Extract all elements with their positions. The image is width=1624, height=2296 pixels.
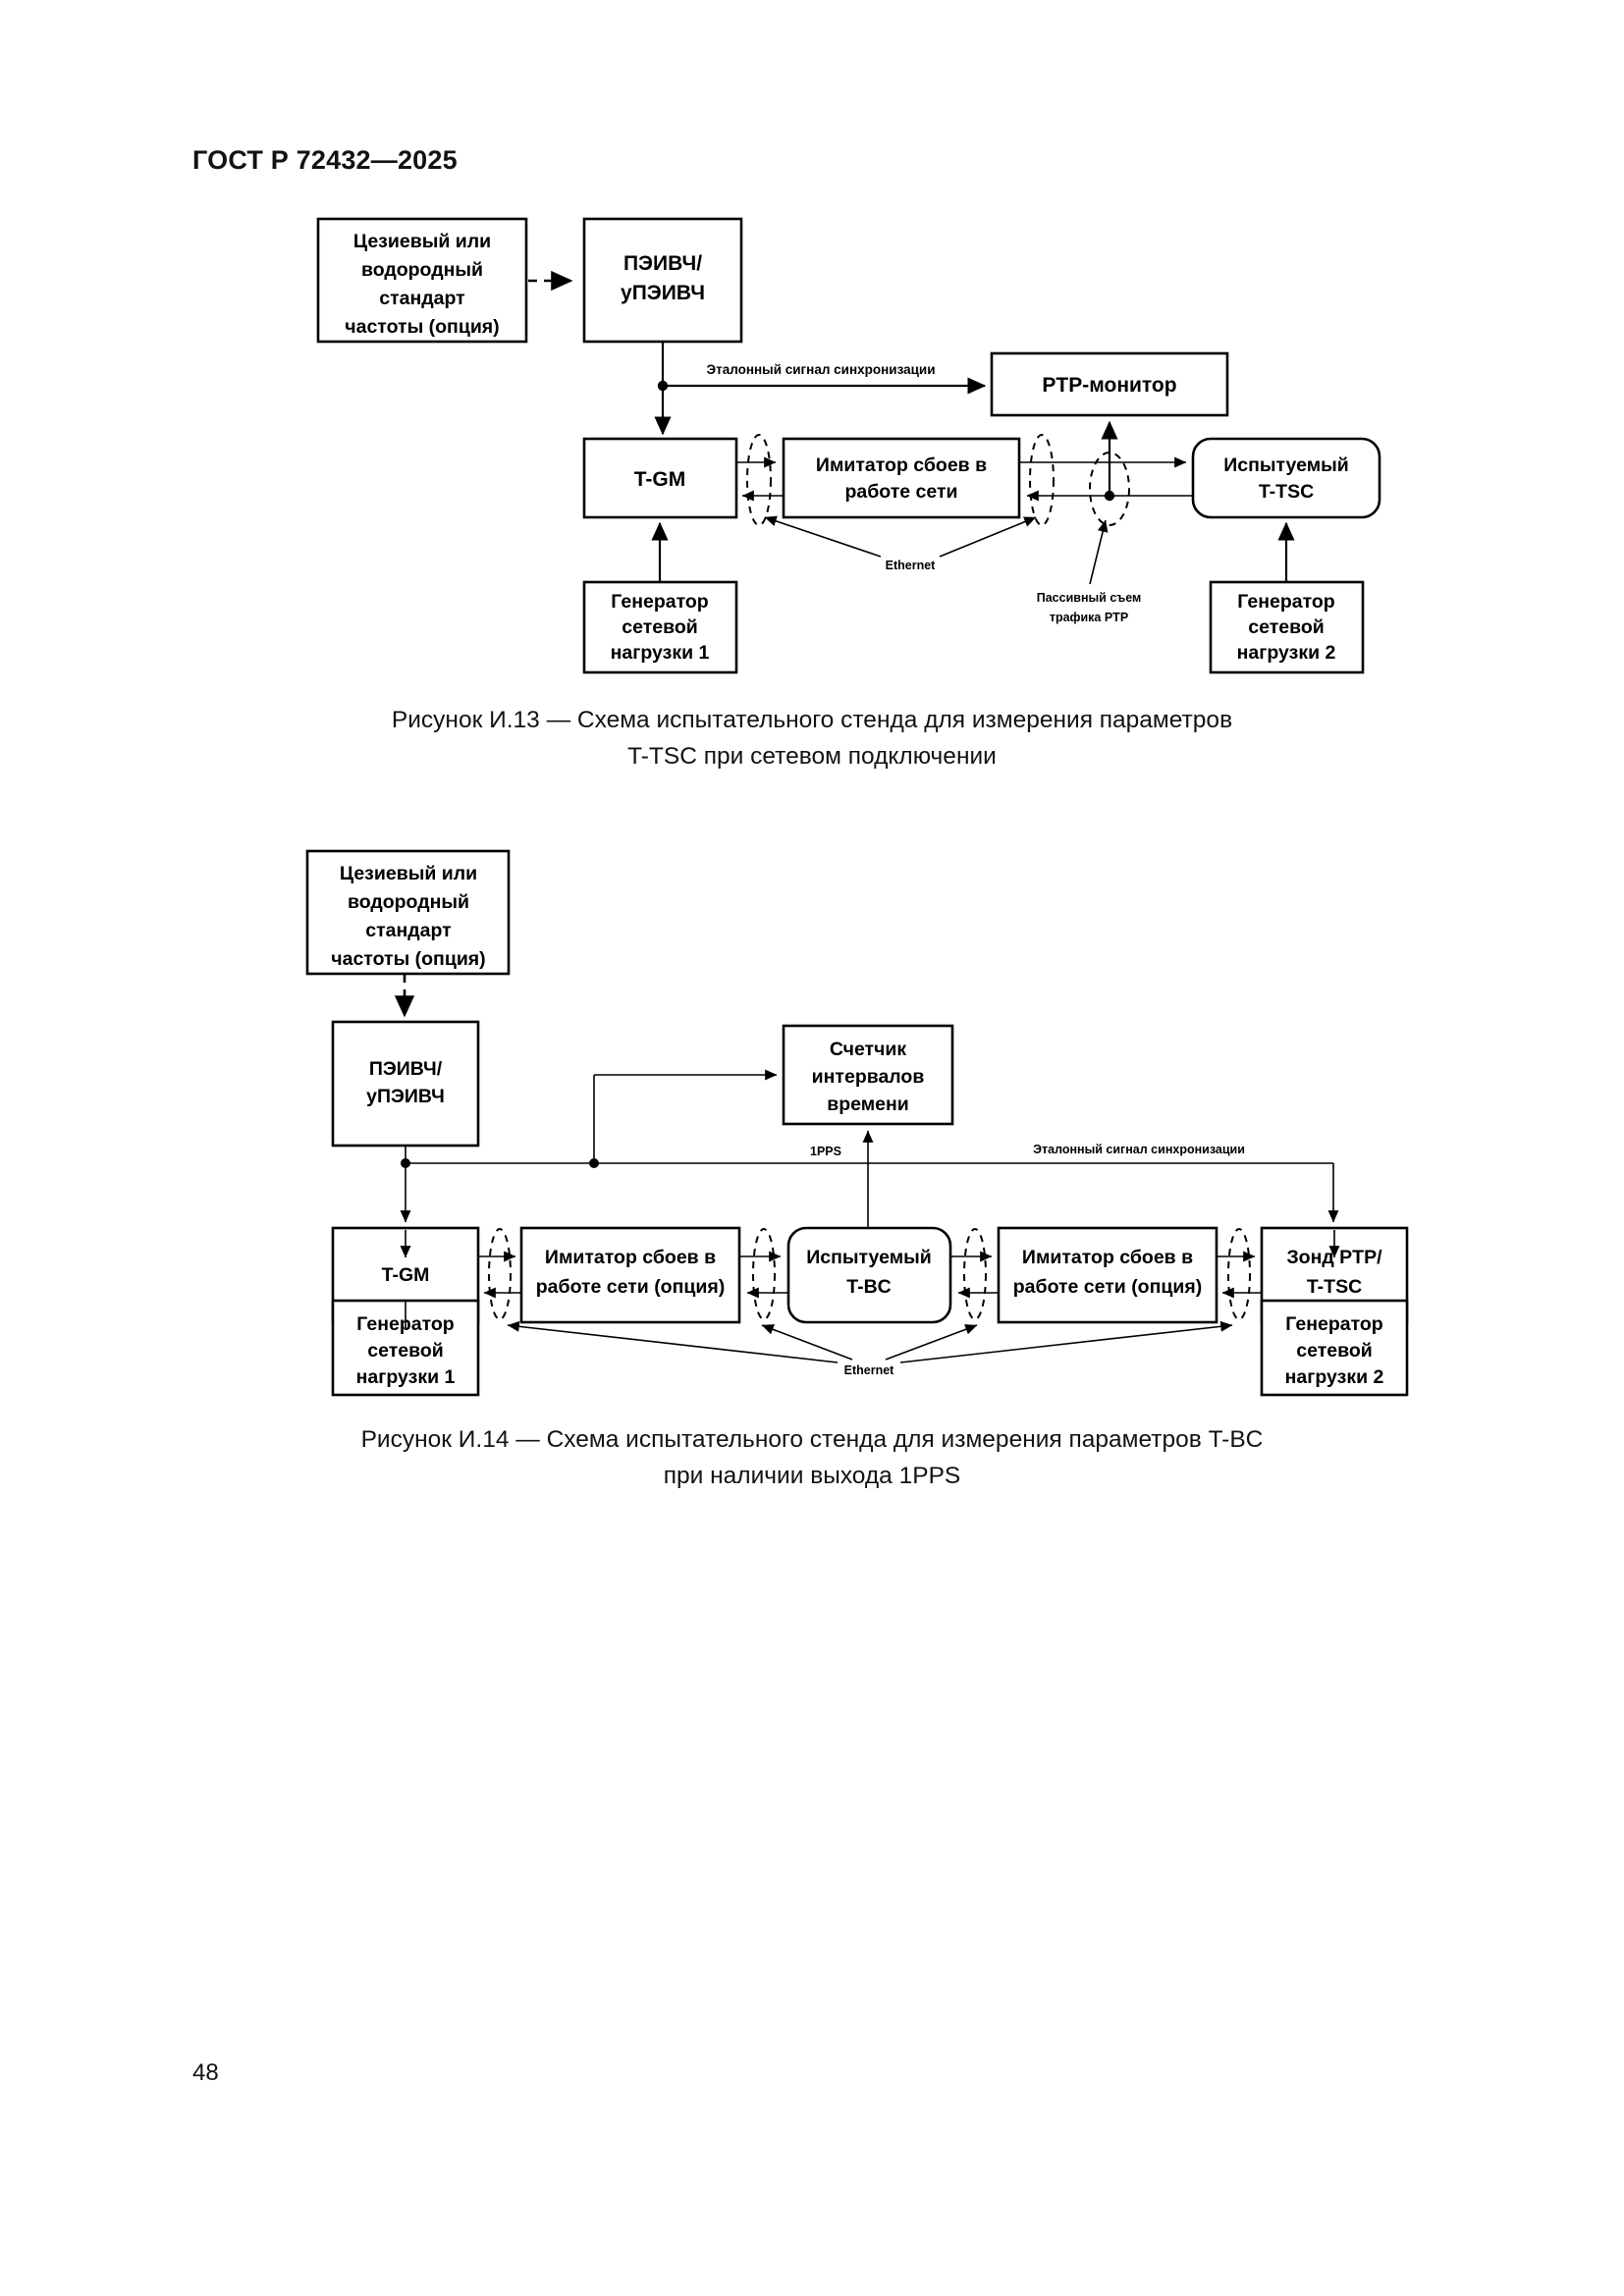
box-tgm: T-GM	[582, 437, 738, 519]
ethernet-callout-3	[885, 1324, 978, 1361]
box-tbc-line2: T-BC	[846, 1276, 892, 1298]
ethernet-link-ellipse-4	[1227, 1228, 1251, 1320]
box-fault-simulator-right: Имитатор сбоев в работе сети (опция)	[997, 1226, 1218, 1324]
box-cesium-standard-line1: Цезиевый или	[353, 231, 491, 252]
junction-dot-peivch	[657, 380, 669, 392]
box-cesium-standard: Цезиевый или водородный стандарт частоты…	[305, 849, 511, 976]
box-cesium-standard-line4: частоты (опция)	[331, 948, 485, 970]
box-load-generator-2-line2: сетевой	[1248, 616, 1324, 638]
box-load-generator-2-line2: сетевой	[1296, 1340, 1372, 1362]
box-fault-simulator: Имитатор сбоев в работе сети	[782, 437, 1021, 519]
ethernet-link-ellipse-3	[963, 1228, 987, 1320]
box-fault-simulator-line2: работе сети	[844, 481, 957, 503]
label-ethernet: Ethernet	[886, 559, 937, 572]
box-fault-simulator-line1: Имитатор сбоев в	[816, 454, 987, 476]
box-peivch-line1: ПЭИВЧ/	[623, 252, 702, 275]
ethernet-callout-4	[899, 1320, 1233, 1363]
box-load-generator-1-line2: сетевой	[367, 1340, 443, 1362]
box-fault-simulator-left-line1: Имитатор сбоев в	[545, 1247, 716, 1268]
box-fault-simulator-left-line2: работе сети (опция)	[536, 1276, 725, 1298]
ethernet-link-ellipse-right	[1029, 434, 1055, 526]
figure-i14-caption: Рисунок И.14 — Схема испытательного стен…	[193, 1421, 1431, 1494]
ethernet-link-ellipse-1	[488, 1228, 512, 1320]
box-ttsc-line1: Испытуемый	[1223, 454, 1349, 476]
box-load-generator-2-line3: нагрузки 2	[1237, 642, 1336, 664]
ethernet-callout-1	[507, 1320, 839, 1363]
box-peivch-line1: ПЭИВЧ/	[369, 1058, 443, 1080]
box-load-generator-1-line2: сетевой	[622, 616, 697, 638]
box-cesium-standard: Цезиевый или водородный стандарт частоты…	[316, 217, 528, 344]
label-passive-tap-line2: трафика PTP	[1050, 611, 1128, 624]
box-cesium-standard-line1: Цезиевый или	[340, 863, 477, 884]
box-cesium-standard-line3: стандарт	[379, 288, 464, 309]
box-fault-simulator-left: Имитатор сбоев в работе сети (опция)	[519, 1226, 741, 1324]
box-ttsc-under-test: Испытуемый T-TSC	[1191, 437, 1381, 519]
box-load-generator-2-line1: Генератор	[1237, 591, 1334, 613]
box-ptp-probe-line2: T-TSC	[1307, 1276, 1362, 1298]
figure-i14-diagram: Цезиевый или водородный стандарт частоты…	[290, 839, 1429, 1399]
figure-i13-caption-line1: Рисунок И.13 — Схема испытательного стен…	[391, 707, 1233, 733]
box-fault-simulator-right-line1: Имитатор сбоев в	[1022, 1247, 1193, 1268]
box-tgm-label: T-GM	[382, 1264, 430, 1286]
box-peivch: ПЭИВЧ/ уПЭИВЧ	[331, 1020, 480, 1148]
box-load-generator-2-line1: Генератор	[1285, 1313, 1382, 1335]
label-reference-sync-signal: Эталонный сигнал синхронизации	[1033, 1143, 1245, 1156]
ethernet-callout-2	[761, 1324, 853, 1361]
ethernet-link-ellipse-2	[752, 1228, 776, 1320]
ethernet-link-ellipse-left	[746, 434, 772, 526]
box-ptp-monitor-label: PTP-монитор	[1042, 374, 1176, 397]
label-reference-sync-signal: Эталонный сигнал синхронизации	[706, 362, 935, 377]
box-cesium-standard-line2: водородный	[348, 891, 469, 913]
box-ttsc-line2: T-TSC	[1259, 481, 1314, 503]
box-peivch-line2: уПЭИВЧ	[366, 1086, 445, 1107]
box-load-generator-2-line3: нагрузки 2	[1285, 1366, 1384, 1388]
box-load-generator-1: Генератор сетевой нагрузки 1	[582, 580, 738, 674]
box-load-generator-1-line3: нагрузки 1	[356, 1366, 456, 1388]
passive-tap-callout	[1089, 519, 1109, 585]
ethernet-callout-left	[764, 515, 882, 558]
ethernet-callout-right	[939, 516, 1037, 558]
figure-i14-caption-line1: Рисунок И.14 — Схема испытательного стен…	[360, 1426, 1264, 1453]
figure-i13-caption: Рисунок И.13 — Схема испытательного стен…	[193, 702, 1431, 774]
figure-i13-diagram: Цезиевый или водородный стандарт частоты…	[314, 211, 1384, 674]
box-counter-line1: Счетчик	[830, 1039, 907, 1060]
box-load-generator-1-line3: нагрузки 1	[611, 642, 710, 664]
box-cesium-standard-line2: водородный	[361, 259, 483, 281]
box-load-generator-1-line1: Генератор	[611, 591, 708, 613]
label-1pps: 1PPS	[810, 1145, 841, 1158]
box-tgm-label: T-GM	[634, 468, 686, 491]
label-ethernet: Ethernet	[844, 1363, 895, 1377]
figure-i14-caption-line2: при наличии выхода 1PPS	[663, 1463, 961, 1489]
label-passive-tap-line1: Пассивный съем	[1037, 591, 1142, 605]
box-cesium-standard-line3: стандарт	[365, 920, 451, 941]
box-counter-line3: времени	[827, 1094, 909, 1115]
page-number: 48	[192, 2059, 219, 2086]
box-peivch-line2: уПЭИВЧ	[621, 282, 705, 304]
document-header: ГОСТ Р 72432—2025	[192, 145, 458, 175]
box-tbc-line1: Испытуемый	[806, 1247, 932, 1268]
figure-i13-caption-line2: T-TSC при сетевом подключении	[627, 743, 997, 770]
box-fault-simulator-right-line2: работе сети (опция)	[1013, 1276, 1202, 1298]
box-load-generator-2: Генератор сетевой нагрузки 2	[1209, 580, 1365, 674]
box-counter-line2: интервалов	[812, 1066, 925, 1088]
box-ptp-monitor: PTP-монитор	[990, 351, 1229, 417]
box-tbc-under-test: Испытуемый T-BC	[786, 1226, 952, 1324]
box-cesium-standard-line4: частоты (опция)	[345, 316, 499, 338]
box-load-generator-2: Генератор сетевой нагрузки 2	[1260, 1299, 1409, 1397]
box-peivch: ПЭИВЧ/ уПЭИВЧ	[582, 217, 743, 344]
box-time-interval-counter: Счетчик интервалов времени	[782, 1024, 954, 1126]
